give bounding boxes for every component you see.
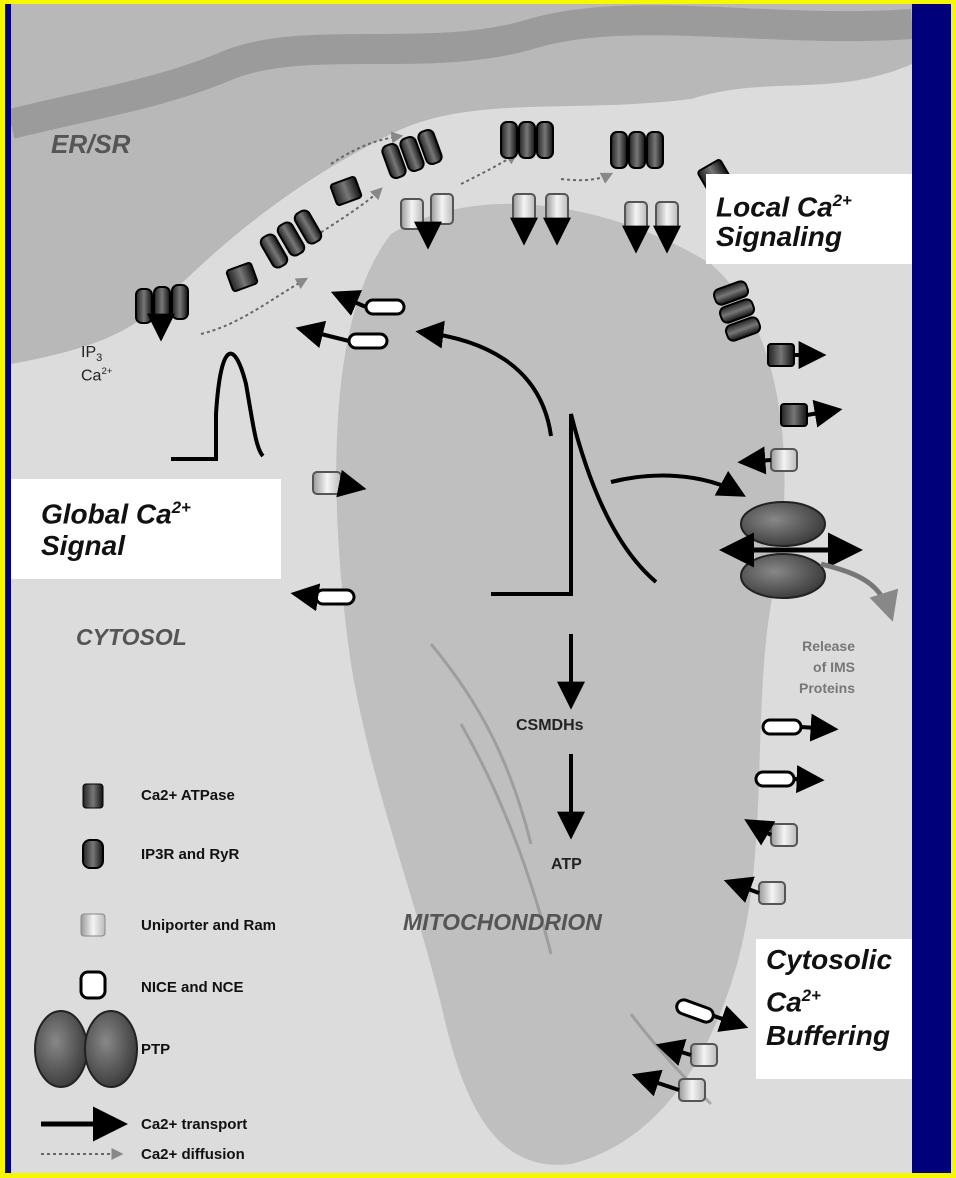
buffering-box: Cytosolic Ca2+ Buffering <box>756 939 912 1079</box>
legend-diffusion-label: Ca2+ diffusion <box>141 1146 245 1163</box>
diffusion-arrow <box>201 279 306 334</box>
cytosol-label: CYTOSOL <box>76 624 187 651</box>
buffering-heading-3: Buffering <box>766 1019 890 1053</box>
buffering-heading-1: Cytosolic <box>766 943 892 977</box>
diffusion-arrow <box>561 174 611 180</box>
global-heading: Global Ca2+ <box>41 491 191 531</box>
mitochondrion-label: MITOCHONDRION <box>403 909 602 936</box>
release-label: Release of IMS Proteins <box>799 636 855 699</box>
csmdhs-label: CSMDHs <box>516 717 584 735</box>
ip3-label: IP3 <box>81 344 102 364</box>
diagram-canvas: ER/SR IP3 Ca2+ Local Ca2+ Signaling Glob… <box>11 4 912 1173</box>
legend-ptp-label: PTP <box>141 1041 170 1058</box>
ca-small-label: Ca2+ <box>81 366 112 385</box>
mitochondrion-outline <box>336 204 784 1165</box>
legend-nice-label: NICE and NCE <box>141 979 244 996</box>
global-signal-trace <box>171 354 263 459</box>
local-heading-2: Signaling <box>716 220 842 254</box>
er-sr-label: ER/SR <box>51 129 130 160</box>
legend-panel <box>11 754 379 1173</box>
atp-label: ATP <box>551 856 582 874</box>
local-signaling-box: Local Ca2+ Signaling <box>706 174 912 264</box>
legend-atpase-label: Ca2+ ATPase <box>141 787 235 804</box>
legend-transport-label: Ca2+ transport <box>141 1116 247 1133</box>
buffering-heading-2: Ca2+ <box>766 979 821 1019</box>
global-signal-box: Global Ca2+ Signal <box>11 479 281 579</box>
legend-ip3r-label: IP3R and RyR <box>141 846 239 863</box>
legend-uniporter-label: Uniporter and Ram <box>141 917 276 934</box>
global-heading-2: Signal <box>41 529 125 563</box>
local-heading: Local Ca2+ <box>716 184 852 224</box>
